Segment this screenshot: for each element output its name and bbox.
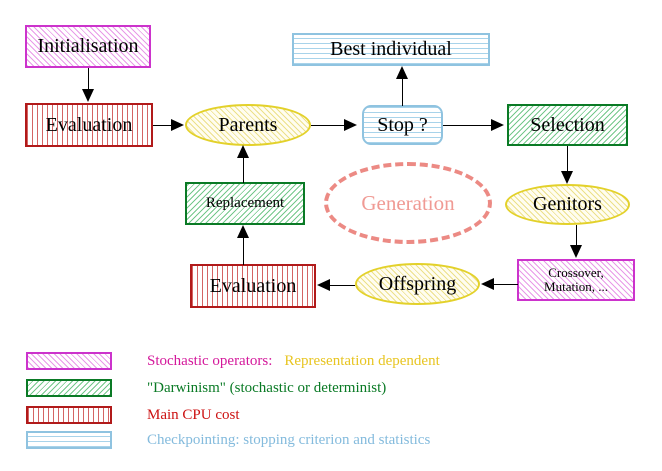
legend-swatch-darwinism-icon xyxy=(26,379,112,397)
edge-offspring-to-eval xyxy=(330,285,355,286)
edge-stop-to-selection xyxy=(443,125,492,126)
node-evaluation-bottom[interactable]: Evaluation xyxy=(190,264,316,308)
legend-label-darwinism: "Darwinism" (stochastic or determinist) xyxy=(147,380,386,397)
edge-parents-to-stop xyxy=(311,125,345,126)
edge-eval-to-parents-arrowhead xyxy=(171,119,184,131)
legend: Stochastic operators: Representation depe… xyxy=(0,340,662,460)
node-replacement[interactable]: Replacement xyxy=(185,182,305,225)
legend-row: Main CPU cost xyxy=(26,403,240,427)
edge-stop-to-best-arrowhead xyxy=(396,66,408,79)
legend-row: "Darwinism" (stochastic or determinist) xyxy=(26,376,386,400)
node-genitors[interactable]: Genitors xyxy=(505,184,630,225)
node-offspring[interactable]: Offspring xyxy=(355,263,480,305)
legend-text-primary: "Darwinism" (stochastic or determinist) xyxy=(147,379,387,396)
legend-swatch-main-cpu-cost-icon xyxy=(26,406,112,424)
node-evaluation-top[interactable]: Evaluation xyxy=(25,103,153,147)
node-crossover-mutation[interactable]: Crossover, Mutation, ... xyxy=(517,259,635,301)
legend-swatch-stochastic-operators-icon xyxy=(26,352,112,370)
generation-label: Generation xyxy=(361,190,455,215)
edge-init-to-eval xyxy=(88,68,89,90)
legend-text-secondary: Representation dependent xyxy=(284,352,440,369)
edge-parents-to-stop-arrowhead xyxy=(344,119,357,131)
node-selection[interactable]: Selection xyxy=(507,104,628,146)
legend-text-primary: Stochastic operators: xyxy=(147,352,273,369)
edge-crossover-to-offspring-arrowhead xyxy=(481,278,494,290)
node-stop[interactable]: Stop ? xyxy=(362,105,443,145)
node-best-individual[interactable]: Best individual xyxy=(292,33,490,66)
edge-stop-to-selection-arrowhead xyxy=(491,119,504,131)
node-parents[interactable]: Parents xyxy=(185,104,311,146)
legend-row: Checkpointing: stopping criterion and st… xyxy=(26,428,430,452)
legend-label-stochastic-operators: Stochastic operators: Representation depe… xyxy=(147,353,440,370)
node-initialisation[interactable]: Initialisation xyxy=(25,25,151,68)
edge-genitors-to-crossover-arrowhead xyxy=(570,245,582,258)
legend-text-primary: Main CPU cost xyxy=(147,406,240,423)
edge-selection-to-genitors xyxy=(567,146,568,172)
edge-offspring-to-eval-arrowhead xyxy=(317,279,330,291)
node-generation-loop: Generation xyxy=(324,162,492,244)
edge-replacement-to-parents-arrowhead xyxy=(237,145,249,158)
edge-crossover-to-offspring xyxy=(494,284,518,285)
legend-label-checkpointing: Checkpointing: stopping criterion and st… xyxy=(147,432,430,449)
edge-init-to-eval-arrowhead xyxy=(82,89,94,102)
edge-eval-to-replacement-arrowhead xyxy=(237,225,249,238)
legend-row: Stochastic operators: Representation depe… xyxy=(26,349,440,373)
edge-stop-to-best xyxy=(402,79,403,106)
edge-eval-to-parents xyxy=(153,125,172,126)
legend-text-primary: Checkpointing: stopping criterion and st… xyxy=(147,431,431,448)
legend-swatch-checkpointing-icon xyxy=(26,431,112,449)
edge-selection-to-genitors-arrowhead xyxy=(561,171,573,184)
edge-replacement-to-parents xyxy=(243,158,244,183)
legend-label-main-cpu-cost: Main CPU cost xyxy=(147,407,240,424)
edge-eval-to-replacement xyxy=(243,238,244,265)
edge-genitors-to-crossover xyxy=(576,225,577,246)
